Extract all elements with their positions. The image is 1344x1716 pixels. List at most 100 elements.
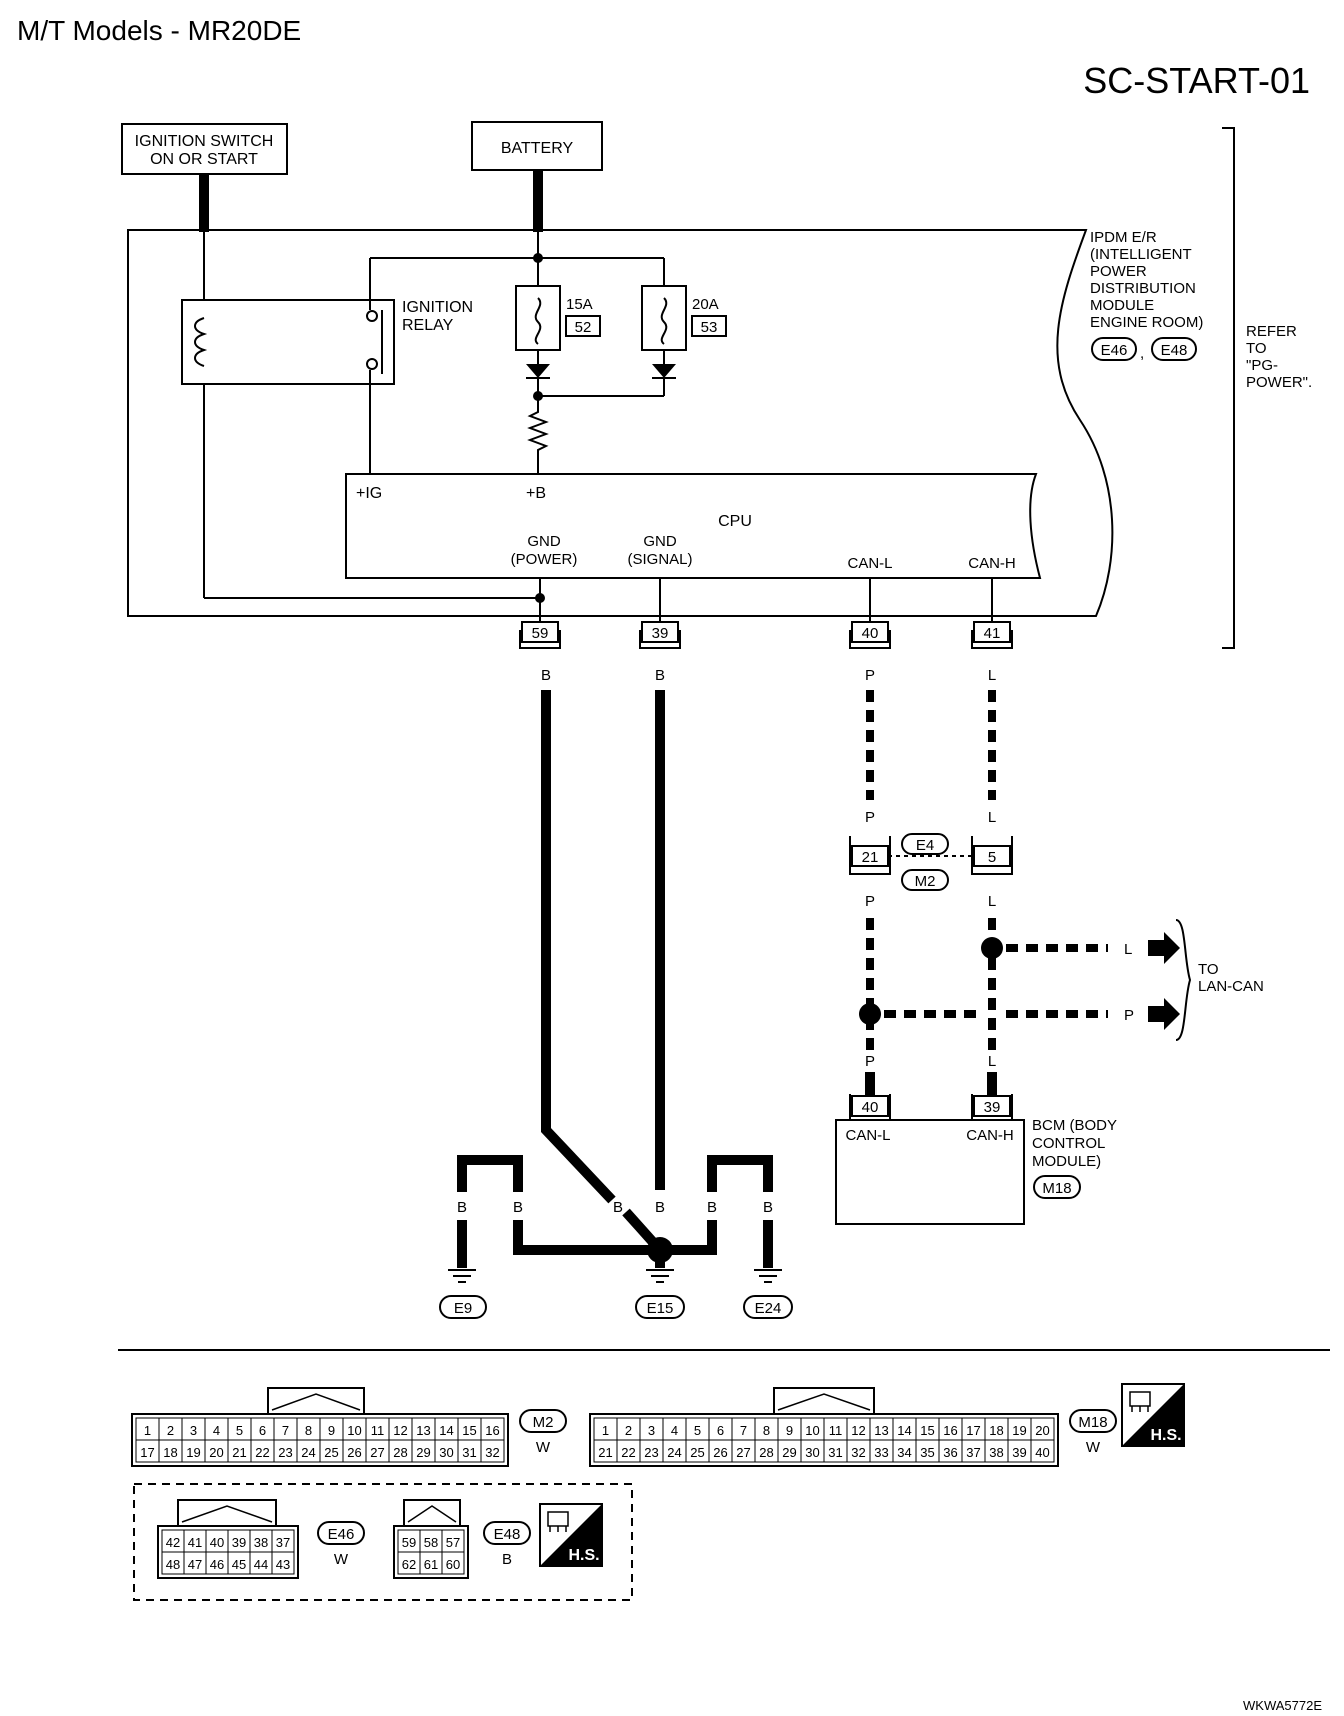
connector-id-e48: E48: [483, 1521, 531, 1545]
svg-text:B: B: [513, 1199, 523, 1216]
connector-terminal: 26: [342, 1439, 367, 1463]
svg-text:(POWER): (POWER): [511, 551, 578, 568]
svg-text:LAN-CAN: LAN-CAN: [1198, 978, 1264, 995]
connector-terminal: 1: [593, 1417, 618, 1441]
svg-text:43: 43: [276, 1557, 290, 1572]
connector-terminal: 30: [434, 1439, 459, 1463]
connector-terminal: 5: [685, 1417, 710, 1441]
svg-text:E15: E15: [647, 1300, 674, 1317]
ipdm-connector-e46: E46: [1091, 337, 1137, 361]
svg-text:20A: 20A: [692, 296, 719, 313]
connector-terminal: 8: [754, 1417, 779, 1441]
fuse-15a: 15A 52: [515, 285, 601, 351]
svg-text:12: 12: [851, 1423, 865, 1438]
ignition-switch-label-2: ON OR START: [150, 151, 258, 168]
svg-text:15A: 15A: [566, 296, 593, 313]
svg-text:CAN-H: CAN-H: [966, 1127, 1014, 1144]
connector-id-m2: M2: [519, 1409, 567, 1433]
connector-terminal: 13: [869, 1417, 894, 1441]
svg-text:13: 13: [874, 1423, 888, 1438]
harness-side-icon: H.S.: [539, 1503, 603, 1567]
svg-text:29: 29: [416, 1445, 430, 1460]
svg-text:IGNITION: IGNITION: [402, 299, 473, 316]
engine-room-connector-group: [133, 1483, 633, 1601]
connector-terminal: 30: [800, 1439, 825, 1463]
connector-terminal: 22: [616, 1439, 641, 1463]
connector-terminal: 38: [249, 1529, 273, 1553]
connector-terminal: 25: [685, 1439, 710, 1463]
connector-terminal: 15: [457, 1417, 482, 1441]
connector-terminal: 28: [754, 1439, 779, 1463]
svg-text:31: 31: [462, 1445, 476, 1460]
svg-text:52: 52: [575, 319, 592, 336]
arrow-right-icon: [1148, 998, 1180, 1030]
ipdm-connector-e48: E48: [1151, 337, 1197, 361]
svg-text:4: 4: [213, 1423, 220, 1438]
connector-terminal: 7: [273, 1417, 298, 1441]
connector-terminal: 60: [441, 1551, 465, 1575]
svg-text:6: 6: [259, 1423, 266, 1438]
connector-terminal: 40: [205, 1529, 229, 1553]
svg-text:16: 16: [485, 1423, 499, 1438]
connector-terminal: 21: [593, 1439, 618, 1463]
connector-terminal: 44: [249, 1551, 273, 1575]
connector-terminal: 8: [296, 1417, 321, 1441]
svg-text:5: 5: [694, 1423, 701, 1438]
bcm-box: [835, 1119, 1025, 1225]
connector-terminal: 16: [938, 1417, 963, 1441]
ignition-switch-label-1: IGNITION SWITCH: [135, 133, 274, 150]
svg-text:61: 61: [424, 1557, 438, 1572]
svg-text:1: 1: [144, 1423, 151, 1438]
connector-terminal: 58: [419, 1529, 443, 1553]
connector-terminal: 14: [892, 1417, 917, 1441]
svg-text:B: B: [541, 667, 551, 684]
connector-terminal: 19: [1007, 1417, 1032, 1441]
connector-terminal: 2: [616, 1417, 641, 1441]
svg-text:44: 44: [254, 1557, 268, 1572]
connector-terminal: 47: [183, 1551, 207, 1575]
svg-text:47: 47: [188, 1557, 202, 1572]
connector-terminal: 20: [1030, 1417, 1055, 1441]
svg-text:60: 60: [446, 1557, 460, 1572]
ipdm-outline: [127, 229, 1114, 617]
svg-text:37: 37: [276, 1535, 290, 1550]
svg-text:P: P: [865, 893, 875, 910]
svg-text:25: 25: [324, 1445, 338, 1460]
svg-text:P: P: [865, 1053, 875, 1070]
svg-text:H.S.: H.S.: [568, 1547, 599, 1564]
svg-text:BCM (BODY: BCM (BODY: [1032, 1117, 1117, 1134]
connector-color-e48: B: [502, 1551, 512, 1568]
svg-text:H.S.: H.S.: [1150, 1427, 1181, 1444]
connector-terminal: 23: [273, 1439, 298, 1463]
svg-text:B: B: [655, 667, 665, 684]
refer-text: REFER TO "PG- POWER".: [1246, 323, 1312, 391]
svg-text:GND: GND: [643, 533, 677, 550]
battery-box: BATTERY: [471, 121, 603, 171]
junction-connector-e4: E4: [901, 833, 949, 855]
svg-text:8: 8: [763, 1423, 770, 1438]
svg-text:27: 27: [370, 1445, 384, 1460]
svg-text:4: 4: [671, 1423, 678, 1438]
svg-text:M18: M18: [1078, 1414, 1107, 1431]
svg-text:27: 27: [736, 1445, 750, 1460]
svg-text:ENGINE ROOM): ENGINE ROOM): [1090, 314, 1203, 331]
svg-text:17: 17: [966, 1423, 980, 1438]
svg-text:39: 39: [652, 625, 669, 642]
svg-text:L: L: [988, 667, 996, 684]
svg-text:38: 38: [989, 1445, 1003, 1460]
svg-text:26: 26: [713, 1445, 727, 1460]
svg-text:M18: M18: [1042, 1180, 1071, 1197]
svg-text:23: 23: [644, 1445, 658, 1460]
svg-text:P: P: [865, 809, 875, 826]
svg-text:B: B: [613, 1199, 623, 1216]
svg-text:59: 59: [402, 1535, 416, 1550]
svg-text:"PG-: "PG-: [1246, 357, 1278, 374]
svg-text:15: 15: [920, 1423, 934, 1438]
svg-text:2: 2: [625, 1423, 632, 1438]
svg-text:1: 1: [602, 1423, 609, 1438]
svg-text:17: 17: [140, 1445, 154, 1460]
